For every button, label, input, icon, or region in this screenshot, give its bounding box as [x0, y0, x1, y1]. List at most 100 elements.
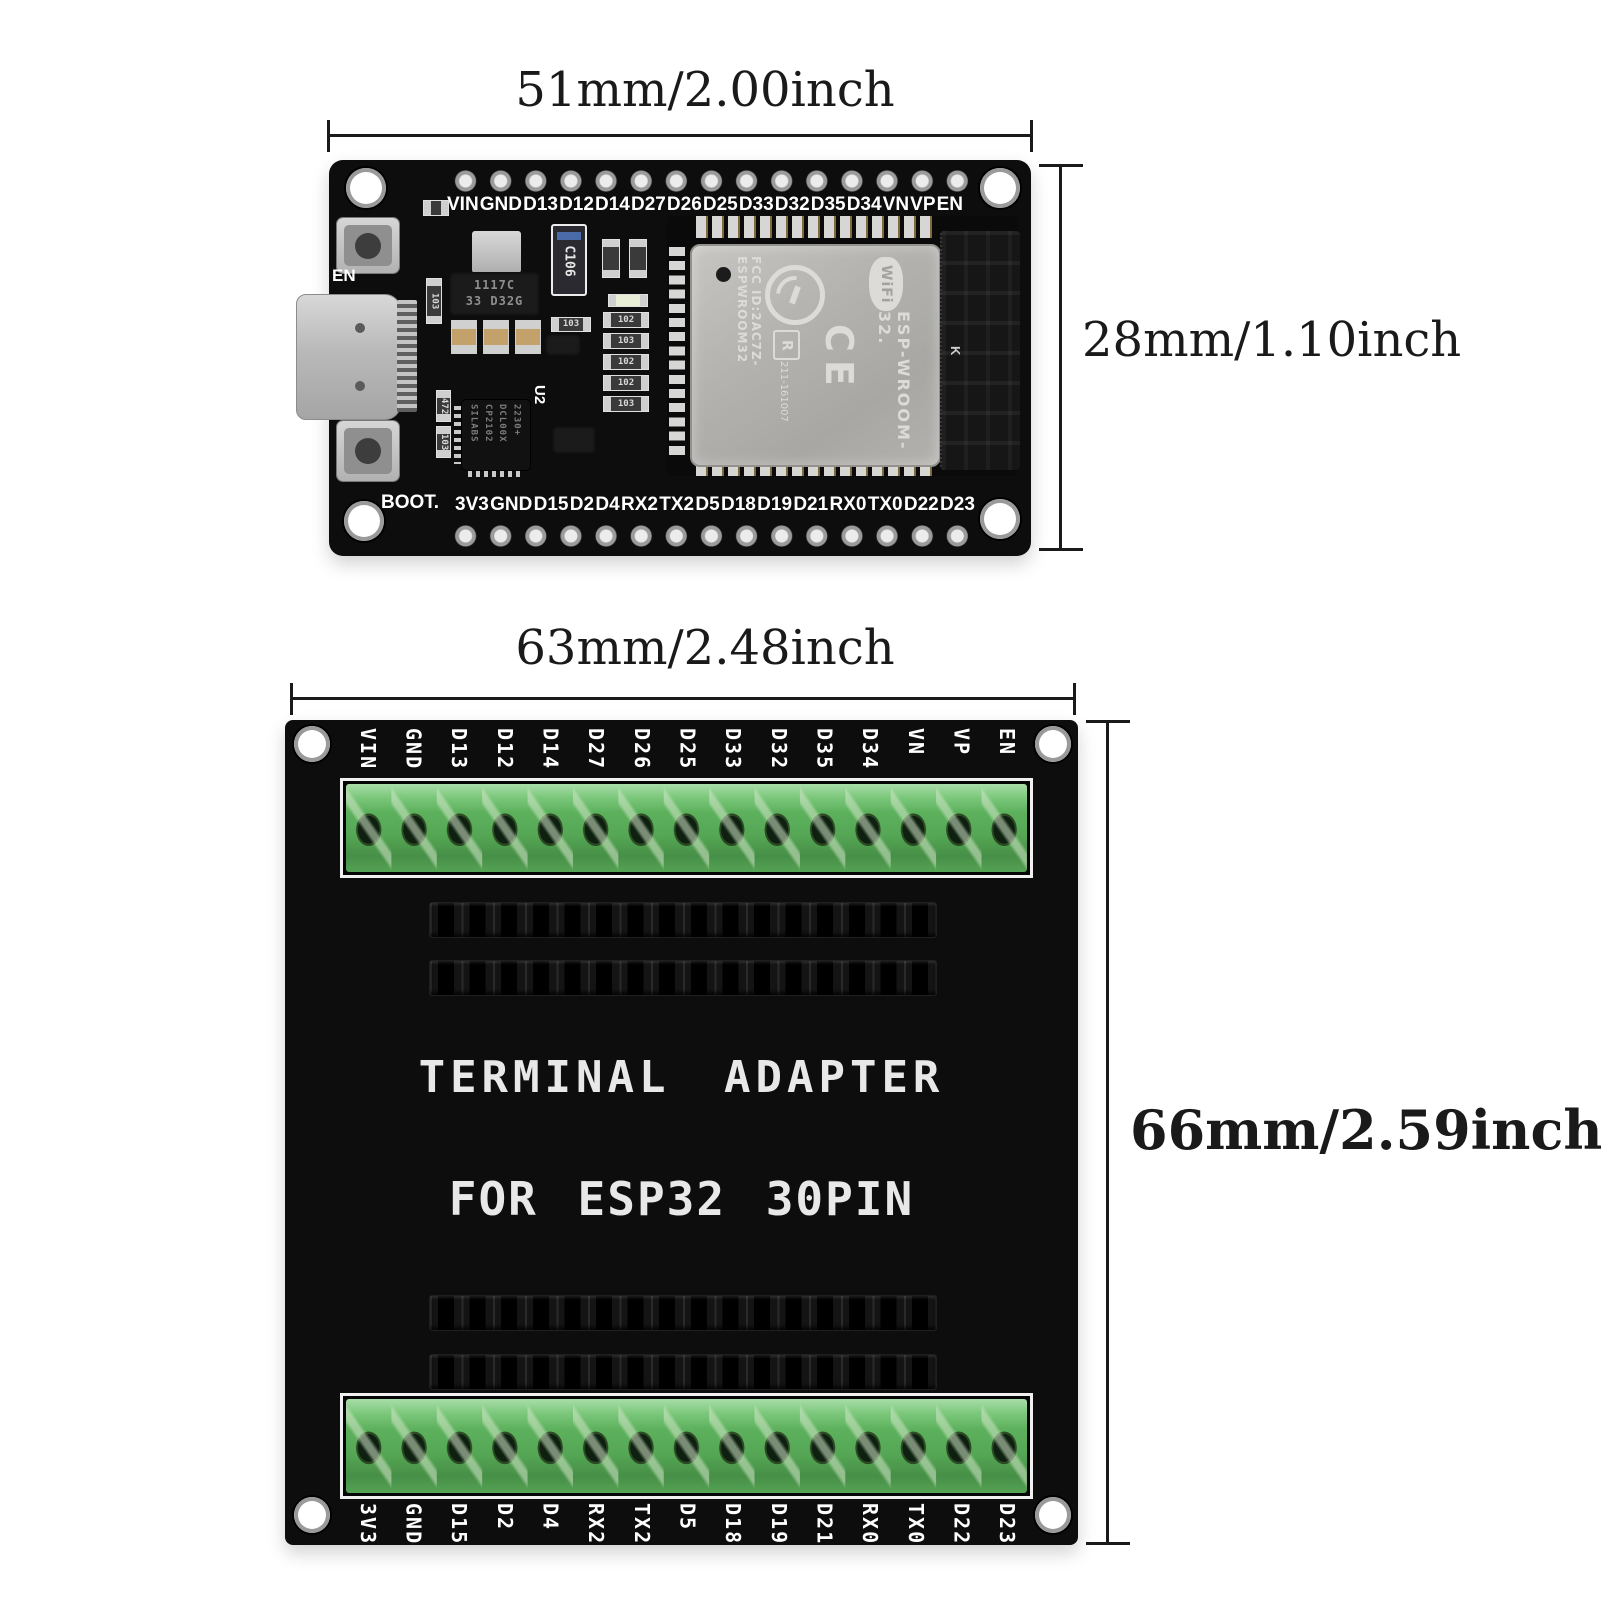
- smd-capacitor: [451, 320, 477, 354]
- pin-label: 3V3: [355, 1503, 380, 1546]
- pin-label-cell: D25: [665, 728, 711, 786]
- pin-label-cell: D12: [482, 728, 528, 786]
- smd-resistor: 472: [436, 390, 451, 422]
- usb-pin-comb: [397, 300, 417, 412]
- pin-label-cell: VP: [939, 728, 985, 786]
- top-terminal-block: [340, 778, 1033, 878]
- pin-label: D12: [492, 728, 517, 771]
- smd-label: 472: [439, 397, 449, 415]
- pin-label: D33: [738, 194, 774, 215]
- pin-label-cell: D34: [847, 728, 893, 786]
- pin-label-cell: D26: [619, 728, 665, 786]
- pin-label: TX0: [867, 494, 903, 515]
- pin-label-cell: TX0: [893, 1503, 939, 1561]
- esp32-width-dimension-label: 51mm/2.00inch: [515, 62, 895, 118]
- top-pin-header-row: [448, 166, 975, 196]
- pin-label: D4: [538, 1503, 563, 1532]
- adapter-width-dimension-label: 63mm/2.48inch: [515, 620, 895, 676]
- pin-label: D5: [675, 1503, 700, 1532]
- smd-resistor: 103: [436, 426, 451, 458]
- module-model-text: ESP-WROOM-32.: [875, 311, 913, 451]
- mounting-hole: [294, 726, 330, 762]
- adapter-height-dimension-line: [1086, 720, 1130, 1545]
- cp2102-chip: SILABS CP2102 DCL00X 2230+: [462, 400, 530, 470]
- wifi-logo-icon: WiFi: [869, 257, 903, 311]
- pin-label: D2: [569, 494, 595, 515]
- regulator-line1: 1117C: [473, 278, 516, 293]
- pin-label: D33: [721, 728, 746, 771]
- pin-label-cell: D27: [573, 728, 619, 786]
- pin-label: GND: [401, 1503, 426, 1546]
- smd-capacitor: [602, 239, 620, 278]
- en-button-dot: [355, 232, 381, 259]
- pin-label: D22: [903, 494, 939, 515]
- pin-label: GND: [401, 728, 426, 771]
- pin-label-cell: GND: [391, 728, 437, 786]
- esp32-width-dimension-line: [327, 120, 1033, 152]
- espressif-logo-icon: [765, 265, 825, 325]
- pin-label: D4: [595, 494, 620, 515]
- pin-label-cell: D18: [710, 1503, 756, 1561]
- smd-label: 102: [617, 377, 635, 388]
- smd-resistor: 103: [426, 278, 442, 324]
- pin-label: D19: [757, 494, 793, 515]
- pin-label-cell: D13: [436, 728, 482, 786]
- pin-label: D35: [810, 194, 846, 215]
- transistor: [552, 426, 596, 454]
- pin-label: D18: [721, 1503, 746, 1546]
- regulator-line2: 33 D32G: [465, 294, 524, 308]
- pin-label: GND: [490, 494, 533, 515]
- bottom-terminal-block: [340, 1393, 1033, 1499]
- pin-label-cell: D19: [756, 1503, 802, 1561]
- pin-label: RX0: [829, 494, 867, 515]
- pin-label: D35: [812, 728, 837, 771]
- mounting-hole: [980, 168, 1020, 208]
- pin-label-cell: D14: [528, 728, 574, 786]
- pin-label: D34: [846, 194, 882, 215]
- pin-label: VIN: [447, 194, 479, 215]
- pin-label: D25: [675, 728, 700, 771]
- adapter-height-dimension-label: 66mm/2.59inch: [1130, 1098, 1601, 1162]
- pin-label-cell: GND: [391, 1503, 437, 1561]
- regulator-tab: [472, 231, 521, 273]
- pin-label: RX0: [858, 1503, 883, 1546]
- pin-label: D23: [995, 1503, 1020, 1546]
- adapter-title-line1: TERMINAL ADAPTER: [418, 1052, 945, 1103]
- mounting-hole: [294, 1497, 330, 1533]
- pin-label-cell: TX2: [619, 1503, 665, 1561]
- module-top-pads: [696, 216, 935, 238]
- pin-label-cell: D35: [802, 728, 848, 786]
- pin-label: D2: [492, 1503, 517, 1532]
- pin-label: D19: [766, 1503, 791, 1546]
- capacitor-label: C106: [561, 245, 577, 278]
- pin-label: D13: [523, 194, 558, 215]
- pin-label: GND: [479, 194, 523, 215]
- pin-label: D32: [774, 194, 810, 215]
- pin-label: D22: [949, 1503, 974, 1546]
- r-certification-mark: R: [773, 330, 800, 360]
- cp2102-legs-bottom: [468, 470, 524, 477]
- smd-label: 103: [429, 292, 440, 310]
- mounting-hole: [344, 501, 384, 541]
- pin-label: D26: [629, 728, 654, 771]
- female-header-strip: [429, 960, 937, 996]
- cp2102-legs-left: [454, 406, 461, 464]
- pin-label: VN: [882, 194, 910, 215]
- pin-label: D14: [538, 728, 563, 771]
- ce-mark: CE: [817, 324, 861, 394]
- pin-label: D32: [766, 728, 791, 771]
- pin-label-cell: EN: [984, 728, 1030, 786]
- esp32-height-dimension-label: 28mm/1.10inch: [1082, 312, 1462, 368]
- usb-screw-dot: [355, 381, 365, 391]
- pin-label: RX2: [584, 1503, 609, 1546]
- pin-label-cell: D4: [528, 1503, 574, 1561]
- pin-label: D15: [533, 494, 569, 515]
- smd-label: 103: [617, 398, 635, 409]
- smd-resistor: 103: [603, 333, 649, 349]
